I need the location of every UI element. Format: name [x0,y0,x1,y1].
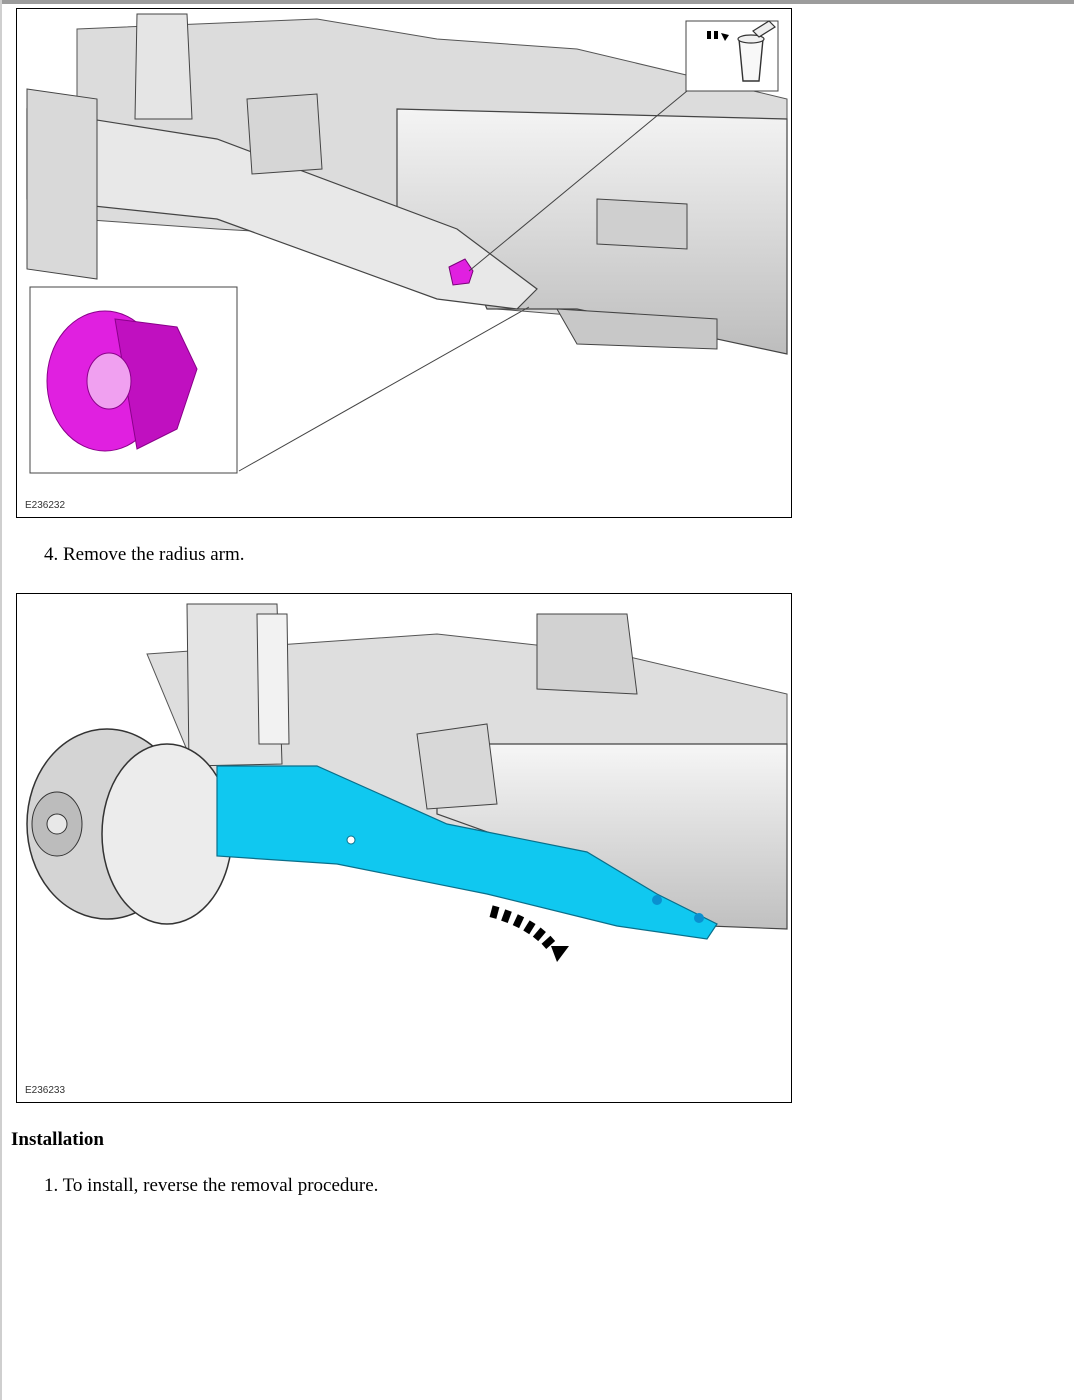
figure-nut-removal: E236232 [16,8,792,518]
discard-bin-icon [707,20,776,82]
flange-nut-icon [46,310,198,452]
step-remove-radius-arm: 4. Remove the radius arm. [44,544,245,565]
step-install-reverse: 1. To install, reverse the removal proce… [44,1175,379,1196]
figure-radius-arm-removal: E236233 [16,593,792,1103]
top-border [0,0,1074,4]
figure-id-label: E236233 [25,1085,66,1096]
figure-id-label: E236232 [25,500,66,511]
removal-arrow-icon [489,905,569,962]
left-border [0,0,2,1400]
illustration-rear-suspension-nut [26,13,788,474]
section-heading-installation: Installation [11,1129,104,1150]
illustration-radius-arm [26,603,788,962]
